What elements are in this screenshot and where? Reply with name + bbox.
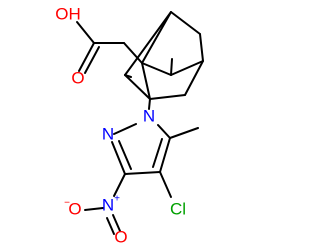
bond-adam-12 [124, 74, 132, 78]
bond-n2-c3-b [118, 140, 132, 170]
bond-adam-6 [124, 11, 172, 76]
bond-adam-n1 [148, 98, 151, 110]
bond-c5-n1 [157, 124, 171, 139]
bond-adam-1 [141, 11, 172, 64]
bond-c-o-double-a [78, 42, 95, 72]
bond-c5-methyl [169, 127, 199, 139]
bond-nitro-o-minus [84, 207, 104, 211]
bond-c4-c5-a [159, 137, 171, 173]
atom-nitro-n-label: N [102, 195, 114, 214]
atom-chlorine-label: Cl [170, 199, 186, 218]
atom-n2-label: N [102, 124, 114, 143]
bond-adam-8 [170, 60, 204, 76]
bond-c4-cl [159, 171, 172, 198]
bond-adam-5 [124, 74, 151, 100]
bond-adam-4 [141, 62, 151, 100]
atom-n1-label: N [143, 106, 155, 125]
atom-nitro-o-label: O [114, 227, 127, 246]
bond-c-oh [76, 21, 95, 44]
bond-adam-2 [170, 11, 201, 35]
bond-c-o-double-b [84, 46, 100, 74]
bond-adam-7 [141, 62, 172, 76]
atom-carbonyl-o-label: O [71, 68, 84, 87]
structure-canvas: OH O N N N + O − O Cl [55, 4, 204, 247]
atom-nitro-o-minus-charge: − [64, 198, 70, 209]
bond-nitro-o-double-a [112, 214, 121, 232]
molecule-diagram: OH O N N N + O − O Cl [55, 4, 204, 246]
bond-c4-c5-b [152, 138, 163, 168]
bond-n1-n2 [113, 123, 137, 135]
bond-adam-10 [184, 60, 204, 96]
bond-adam-3 [199, 33, 204, 62]
bond-adam-9 [149, 94, 186, 100]
bond-c3-nitro [113, 173, 126, 197]
bond-c3-c4 [124, 171, 161, 175]
atom-nitro-n-charge: + [114, 194, 120, 205]
atom-labels: OH O N N N + O − O Cl [55, 4, 186, 246]
bonds [76, 11, 204, 235]
bond-ch2-adamantane [123, 42, 143, 64]
bond-nitro-o-double-b [106, 217, 115, 235]
bond-adam-11 [170, 58, 173, 76]
bond-n2-c3-a [111, 141, 126, 175]
atom-nitro-o-minus-label: O [68, 199, 81, 218]
atom-oh-label: OH [55, 4, 81, 23]
